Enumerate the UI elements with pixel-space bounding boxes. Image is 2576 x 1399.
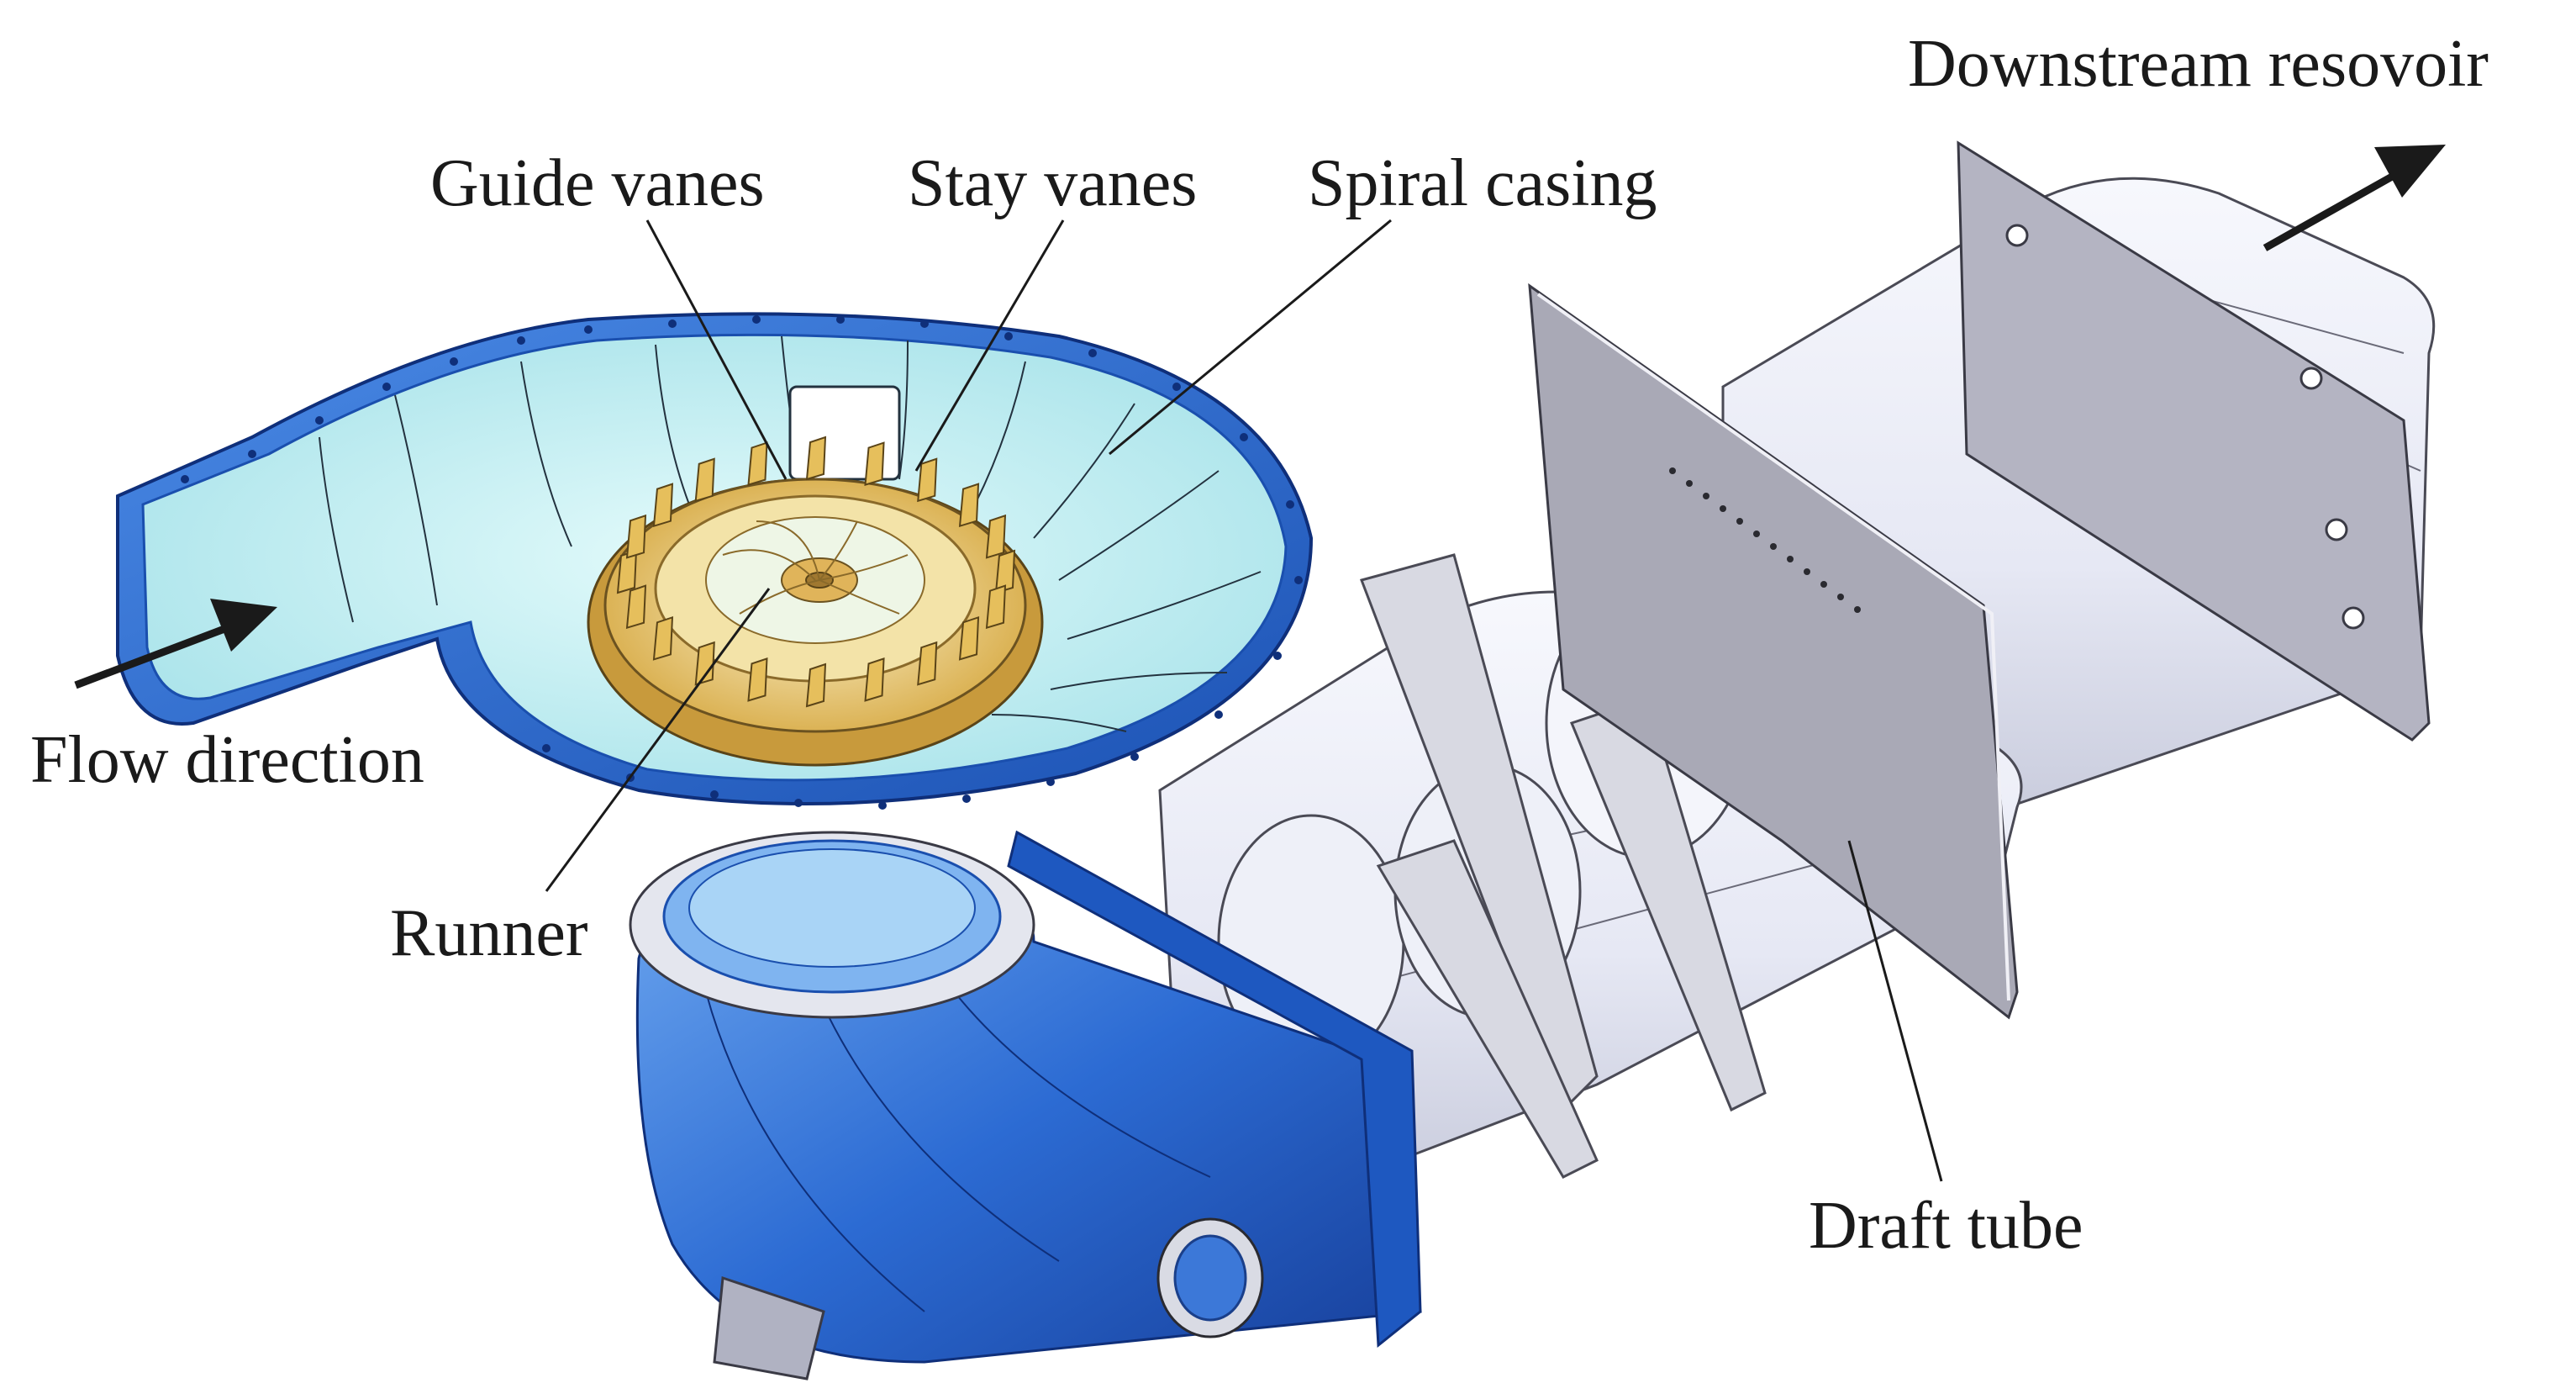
vane [805,663,827,708]
guide-vanes-leader [645,219,788,480]
runner-blades [722,520,909,615]
stay-vanes [616,436,1016,708]
leader-lines [545,219,1943,1182]
vane [985,514,1007,559]
draft-tube [1158,140,2436,1196]
vane [917,457,938,503]
vane [805,436,827,481]
spiral-casing-leader [1109,219,1392,456]
runner-leader [545,588,771,892]
downstream-arrow [2263,145,2446,251]
vane [747,441,768,486]
elbow-draft-section [629,830,1422,1381]
vane [917,641,938,686]
vane [985,584,1007,630]
vane [625,584,647,630]
vane [864,657,885,702]
draft-tube-label: Draft tube [1809,1189,2083,1263]
vane [747,657,768,702]
guide-vanes-label: Guide vanes [430,146,765,220]
vane [694,641,715,686]
vane [864,441,885,486]
stay-vanes-label: Stay vanes [908,146,1198,220]
flow-direction-label: Flow direction [30,723,424,797]
draft-tube-leader [1847,840,1943,1182]
vane [694,457,715,503]
vane [994,549,1016,594]
stay-vanes-leader [914,219,1065,472]
runner-label: Runner [390,896,588,970]
vane [625,514,647,559]
spiral-casing-label: Spiral casing [1308,146,1657,220]
downstream-reservoir-label: Downstream resovoir [1908,27,2489,101]
vane [652,615,674,661]
vane [652,483,674,528]
vane [958,615,980,661]
vane [958,483,980,528]
flow-direction-arrow [74,599,277,689]
